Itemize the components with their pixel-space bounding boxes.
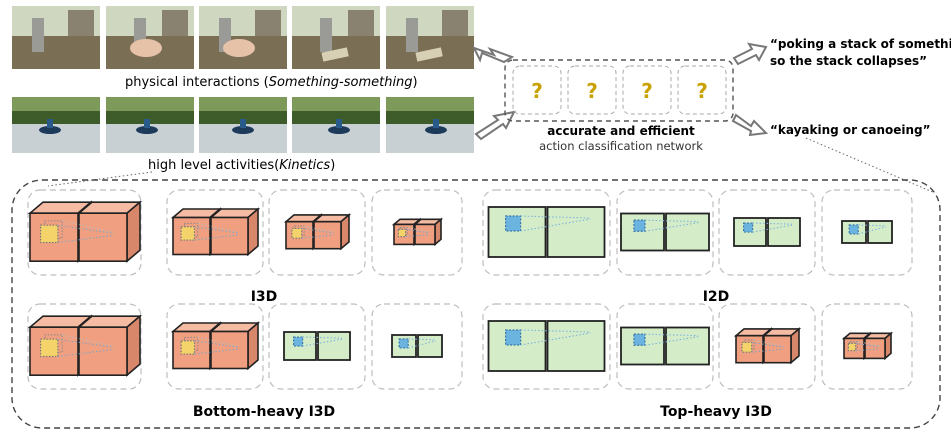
- question-mark: ?: [641, 79, 653, 103]
- label-bottom-heavy-i3d: Bottom-heavy I3D: [193, 404, 335, 420]
- layer-cell: [27, 189, 142, 276]
- 3d-kernel: [847, 342, 857, 352]
- question-mark: ?: [586, 79, 598, 103]
- layer-cell: [166, 189, 264, 276]
- 2d-conv-block: [487, 320, 606, 372]
- 3d-conv-block: [283, 213, 352, 251]
- 2d-conv-block: [841, 220, 893, 244]
- hollow-arrow-icon: [474, 110, 516, 141]
- network-title: accurate and efficient: [547, 124, 695, 138]
- row2-caption: high level activities(Kinetics): [148, 158, 335, 173]
- layer-cell: [27, 303, 142, 390]
- video-frame: [12, 6, 100, 69]
- video-frame: [199, 6, 287, 69]
- label-top-heavy-i3d: Top-heavy I3D: [660, 404, 772, 420]
- hollow-arrow-icon: [472, 46, 515, 64]
- 2d-conv-block: [391, 334, 443, 358]
- 3d-conv-block: [170, 321, 261, 371]
- layer-cell: [166, 303, 264, 390]
- 2d-kernel: [293, 336, 304, 347]
- 3d-kernel: [397, 228, 407, 238]
- layer-cell: [268, 303, 366, 390]
- 3d-conv-block: [170, 207, 261, 257]
- callout-line: [47, 171, 153, 187]
- something-something-frames: [12, 6, 474, 69]
- kinetics-frames: [12, 97, 474, 153]
- 2d-kernel: [742, 222, 754, 233]
- 2d-kernel: [505, 329, 522, 346]
- video-frame: [386, 6, 474, 69]
- video-frame: [12, 97, 100, 153]
- network-unit: ?: [512, 65, 562, 115]
- layer-cell: [821, 303, 913, 390]
- model-cells: [27, 189, 913, 390]
- layer-cell: [821, 189, 913, 276]
- network-subtitle: action classification network: [539, 139, 703, 153]
- layer-cell: [482, 303, 611, 390]
- 3d-conv-block: [391, 217, 444, 247]
- 3d-conv-block: [841, 331, 894, 361]
- video-frame: [106, 97, 194, 153]
- layer-cell: [616, 189, 714, 276]
- network-unit: ?: [567, 65, 617, 115]
- layer-cell: [371, 189, 463, 276]
- network-units: ????: [512, 65, 727, 115]
- question-mark: ?: [696, 79, 708, 103]
- 3d-conv-block: [27, 200, 143, 263]
- 3d-conv-block: [27, 314, 143, 377]
- 2d-kernel: [505, 215, 522, 232]
- 3d-kernel: [39, 338, 59, 358]
- 3d-kernel: [180, 340, 196, 355]
- video-frame: [386, 97, 474, 153]
- 2d-conv-block: [733, 217, 801, 247]
- layer-cell: [718, 189, 816, 276]
- video-frame: [292, 6, 380, 69]
- layer-cell: [268, 189, 366, 276]
- label-i3d: I3D: [251, 289, 278, 305]
- hollow-arrow-icon: [732, 42, 768, 66]
- label-i2d: I2D: [703, 289, 730, 305]
- hollow-arrow-icon: [731, 113, 769, 137]
- video-frame: [106, 6, 194, 69]
- row1-caption: physical interactions (Something-somethi…: [125, 75, 418, 90]
- 2d-conv-block: [283, 331, 351, 361]
- network-box: [504, 59, 734, 122]
- 3d-kernel: [741, 341, 753, 353]
- network-unit: ?: [677, 65, 727, 115]
- 3d-kernel: [39, 224, 59, 244]
- layer-cell: [482, 189, 611, 276]
- 2d-conv-block: [620, 212, 710, 252]
- 3d-kernel: [180, 226, 196, 241]
- 2d-kernel: [633, 219, 646, 232]
- video-frame: [292, 97, 380, 153]
- 3d-conv-block: [733, 327, 802, 365]
- 2d-kernel: [848, 224, 859, 235]
- output-label-2: “kayaking or canoeing”: [770, 123, 931, 137]
- network-unit: ?: [622, 65, 672, 115]
- 3d-kernel: [291, 227, 303, 239]
- output-label-1b: so the stack collapses”: [770, 54, 927, 68]
- layer-cell: [616, 303, 714, 390]
- callout-line: [805, 137, 936, 194]
- 2d-kernel: [398, 338, 409, 349]
- video-frame: [199, 97, 287, 153]
- question-mark: ?: [531, 79, 543, 103]
- layer-cell: [371, 303, 463, 390]
- output-label-1a: “poking a stack of something: [770, 37, 951, 51]
- 2d-conv-block: [620, 326, 710, 366]
- 2d-conv-block: [487, 206, 606, 258]
- layer-cell: [718, 303, 816, 390]
- 2d-kernel: [633, 333, 646, 346]
- models-panel: [11, 179, 941, 429]
